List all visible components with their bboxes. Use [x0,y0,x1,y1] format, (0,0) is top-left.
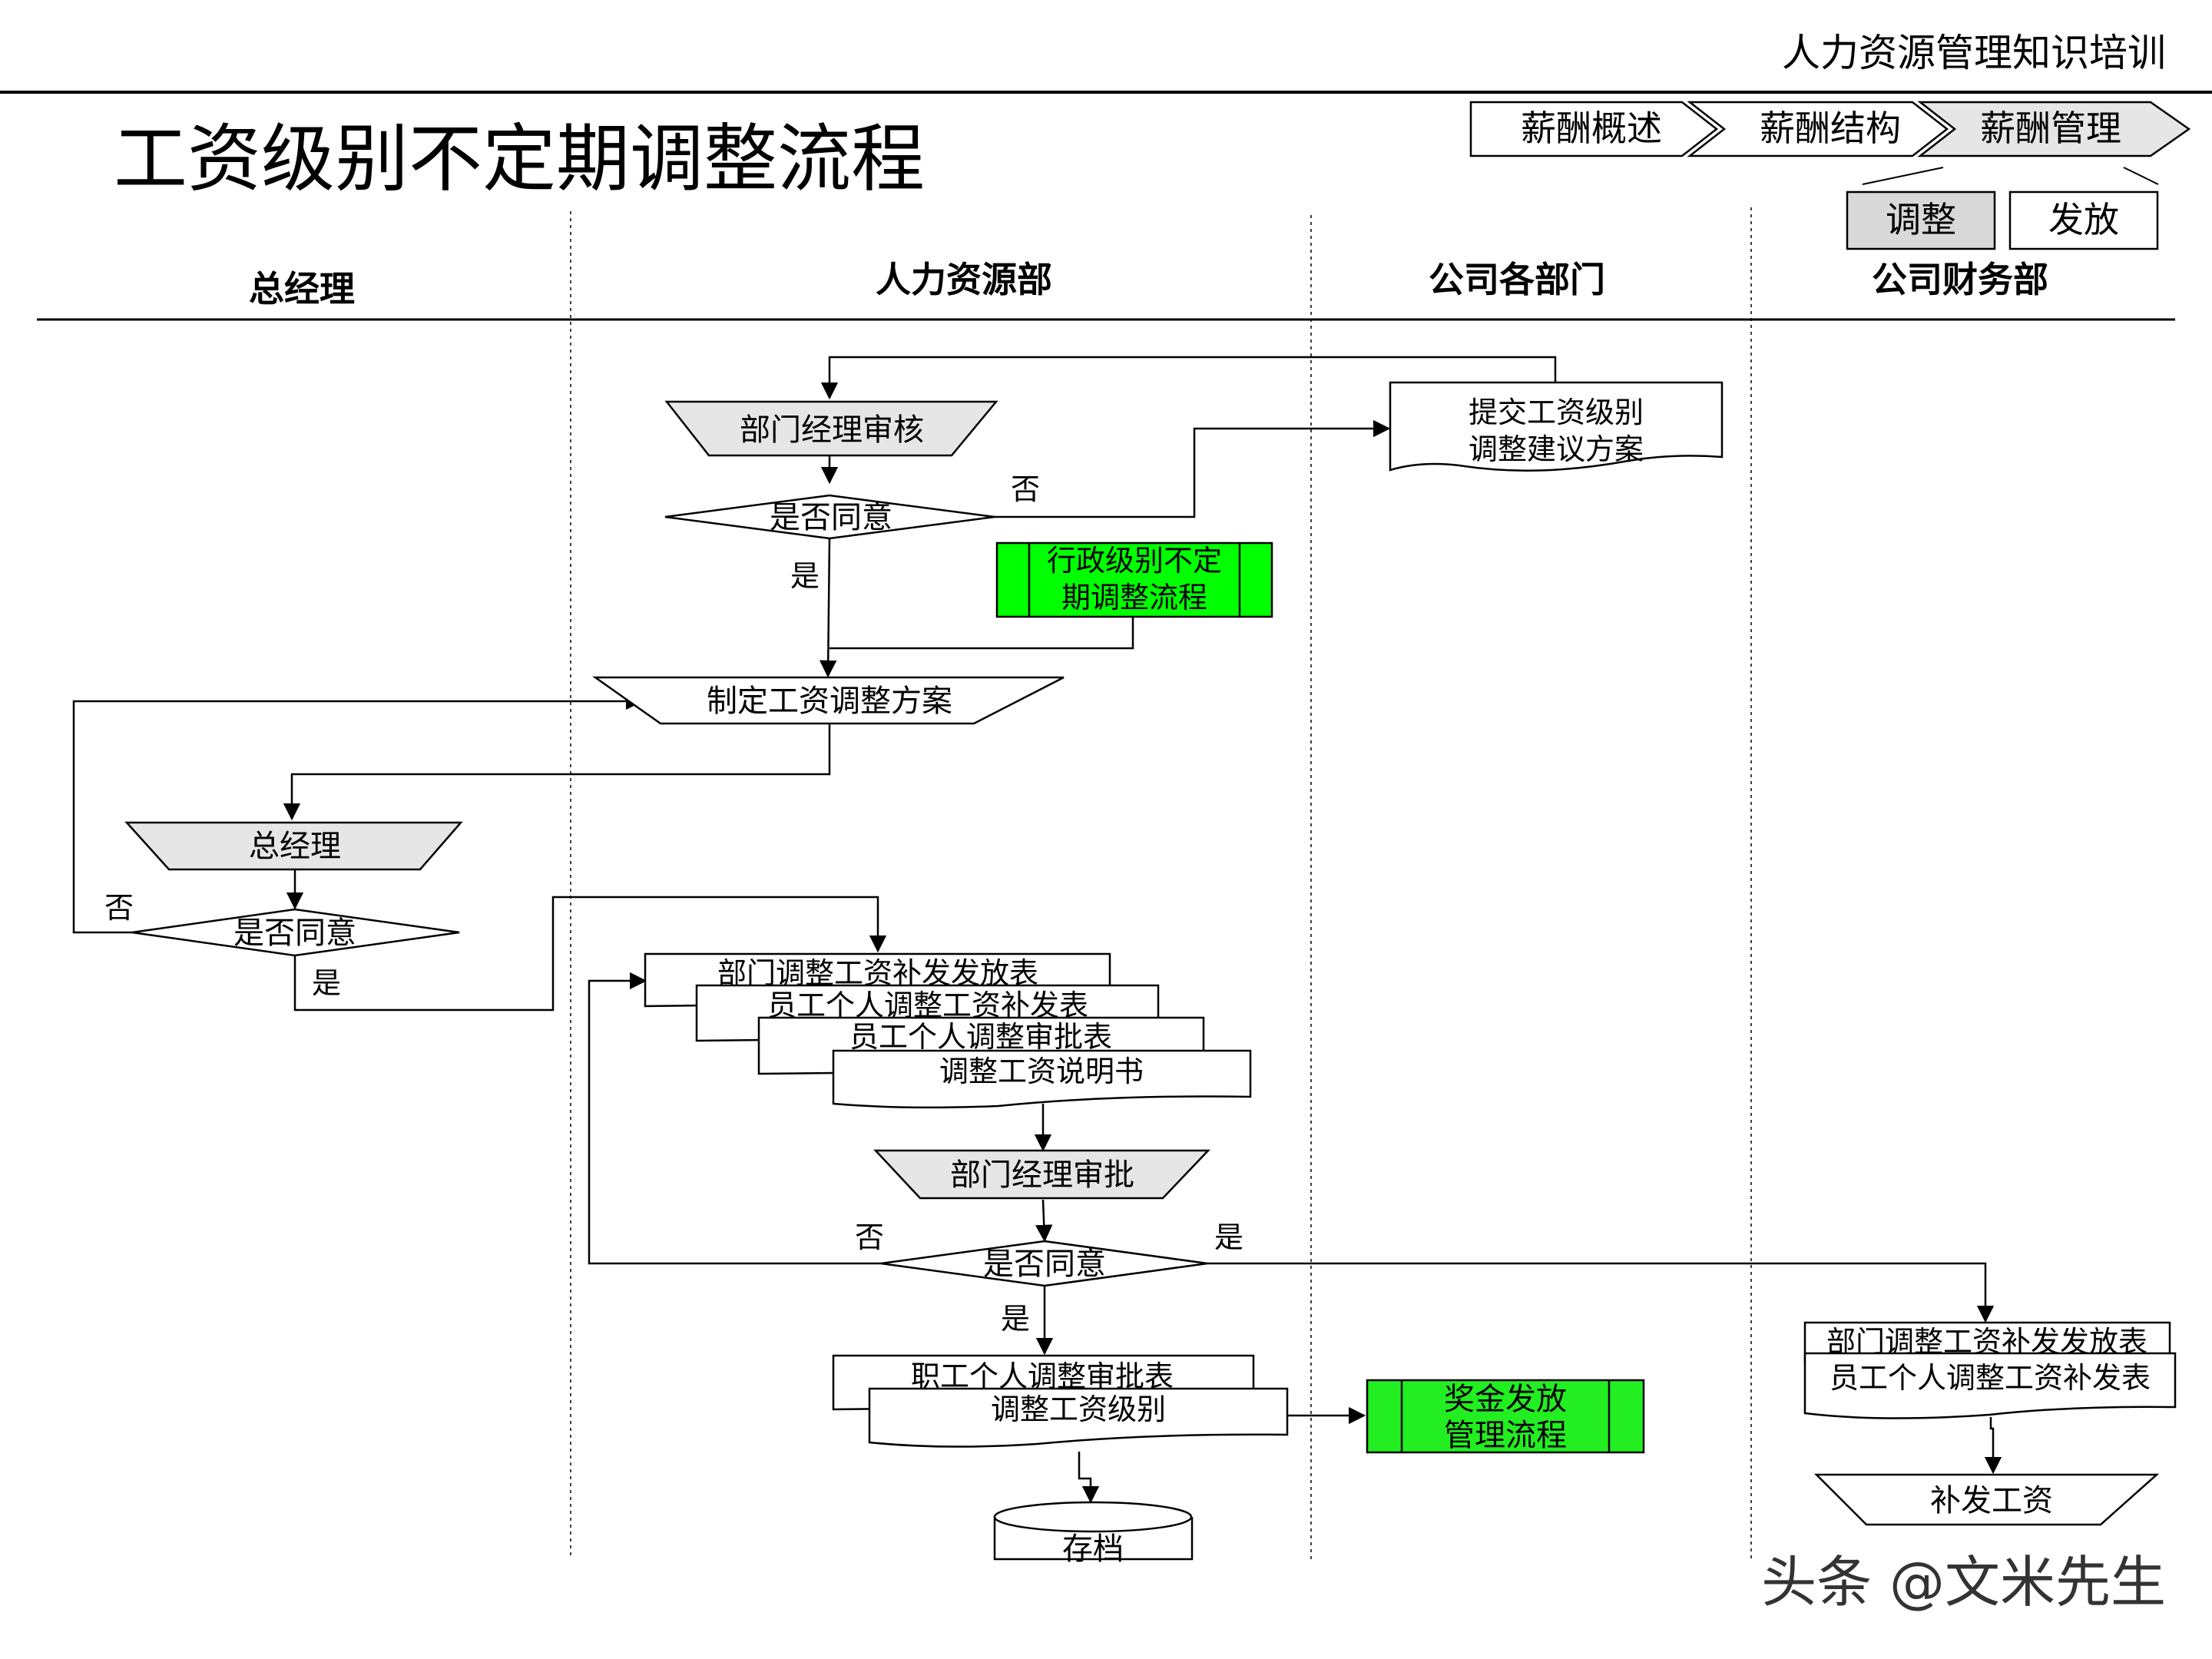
edge [1035,1199,1053,1243]
database-archive: 存档 [993,1501,1194,1567]
tab-adjust[interactable] [1846,190,1996,250]
manual-input-back-pay: 补发工资 [1813,1473,2160,1526]
manual-input-make-plan: 制定工资调整方案 [592,676,1065,725]
multi-document-stack: 部门调整工资补发发放表 员工个人调整工资补发表 员工个人调整审批表 调整工资说明… [644,952,1252,1109]
svg-text:调整建议方案: 调整建议方案 [1469,432,1644,466]
edge-no [995,419,1391,518]
svg-text:部门调整工资补发发放表: 部门调整工资补发发放表 [717,956,1038,990]
svg-text:员工个人调整工资补发表: 员工个人调整工资补发表 [1830,1361,2151,1395]
breadcrumb-item-structure[interactable] [1687,101,1949,157]
lane-header: 人力资源部 [876,259,1052,300]
lane-header: 公司财务部 [1872,259,2048,300]
manual-op-general-manager: 总经理 [124,821,463,871]
svg-text:调整工资级别: 调整工资级别 [991,1392,1166,1426]
edge [1984,1417,2002,1475]
edge-yes [293,896,887,1012]
lane-header: 公司各部门 [1429,259,1605,300]
edge-yes [1207,1262,1995,1323]
multi-document-stack-2: 职工个人调整审批表 调整工资级别 [832,1354,1289,1448]
decision-agree-1: 是否同意 [664,494,995,540]
connector-line [2123,167,2159,185]
edge [820,356,1557,400]
document-submit-proposal: 提交工资级别 调整建议方案 [1389,381,1724,472]
manual-op-dept-manager-approve: 部门经理审批 [873,1149,1210,1200]
edge-label-no: 否 [104,891,134,925]
page-title: 工资级别不定期调整流程 [114,116,925,202]
process-admin-level-adjust[interactable]: 行政级别不定 期调整流程 [995,541,1273,618]
breadcrumb: 薪酬概述 薪酬结构 薪酬管理 [1469,101,2191,157]
edge [283,724,831,821]
svg-text:存档: 存档 [1062,1532,1124,1567]
edge-label-yes: 是 [312,966,341,1000]
lane-header: 总经理 [249,268,355,310]
edge [1078,1452,1100,1504]
svg-text:总经理: 总经理 [249,829,341,864]
watermark: 头条 @文米先生 [1761,1550,2166,1614]
svg-text:行政级别不定: 行政级别不定 [1047,544,1222,578]
edge-label-no: 否 [855,1220,884,1254]
document-salary-explanation: 调整工资说明书 [832,1049,1252,1109]
svg-text:部门经理审批: 部门经理审批 [950,1157,1134,1193]
svg-text:期调整流程: 期调整流程 [1061,581,1207,614]
svg-text:职工个人调整审批表: 职工个人调整审批表 [911,1359,1174,1393]
document-employee-backpay-form-finance: 员工个人调整工资补发表 [1803,1352,2177,1419]
edge-yes [819,537,837,678]
decision-agree-2: 是否同意 [131,908,460,957]
top-title: 人力资源管理知识培训 [1782,31,2166,75]
document-adjust-salary-level: 调整工资级别 [868,1387,1289,1448]
svg-text:管理流程: 管理流程 [1444,1418,1567,1453]
tab-label: 发放 [2048,199,2119,240]
edge-no [588,972,881,1265]
svg-text:补发工资: 补发工资 [1930,1483,2053,1518]
svg-text:是否同意: 是否同意 [233,916,356,951]
svg-text:部门经理审核: 部门经理审核 [740,412,924,448]
breadcrumb-label: 薪酬管理 [1980,108,2121,149]
multi-document-finance: 部门调整工资补发发放表 员工个人调整工资补发表 [1803,1321,2177,1419]
svg-text:员工个人调整审批表: 员工个人调整审批表 [849,1020,1112,1054]
connector-line [1862,167,1944,185]
svg-text:是否同意: 是否同意 [983,1247,1106,1282]
svg-text:奖金发放: 奖金发放 [1444,1382,1567,1417]
edge-no [72,692,644,934]
edge-label-no: 否 [1011,472,1040,506]
tab-label: 调整 [1886,199,1956,240]
edge-label-yes: 是 [1214,1220,1243,1254]
svg-text:制定工资调整方案: 制定工资调整方案 [707,684,952,719]
tab-issue[interactable] [2008,190,2159,250]
breadcrumb-label: 薪酬结构 [1760,108,1901,149]
breadcrumb-label: 薪酬概述 [1521,108,1662,149]
svg-text:是否同意: 是否同意 [770,500,892,535]
decision-agree-3: 是否同意 [880,1240,1208,1287]
edge [830,618,1134,650]
svg-text:调整工资说明书: 调整工资说明书 [939,1055,1144,1088]
breadcrumb-item-overview[interactable] [1469,101,1719,157]
manual-op-dept-manager-review: 部门经理审核 [664,400,998,457]
svg-text:提交工资级别: 提交工资级别 [1469,396,1644,429]
edge-label-yes: 是 [1001,1302,1030,1336]
breadcrumb-item-management[interactable] [1917,101,2191,157]
svg-text:员工个人调整工资补发表: 员工个人调整工资补发表 [767,988,1088,1022]
process-bonus-management[interactable]: 奖金发放 管理流程 [1366,1379,1645,1454]
edge-label-yes: 是 [790,559,820,593]
sub-tabs: 调整 发放 [1846,190,2159,250]
